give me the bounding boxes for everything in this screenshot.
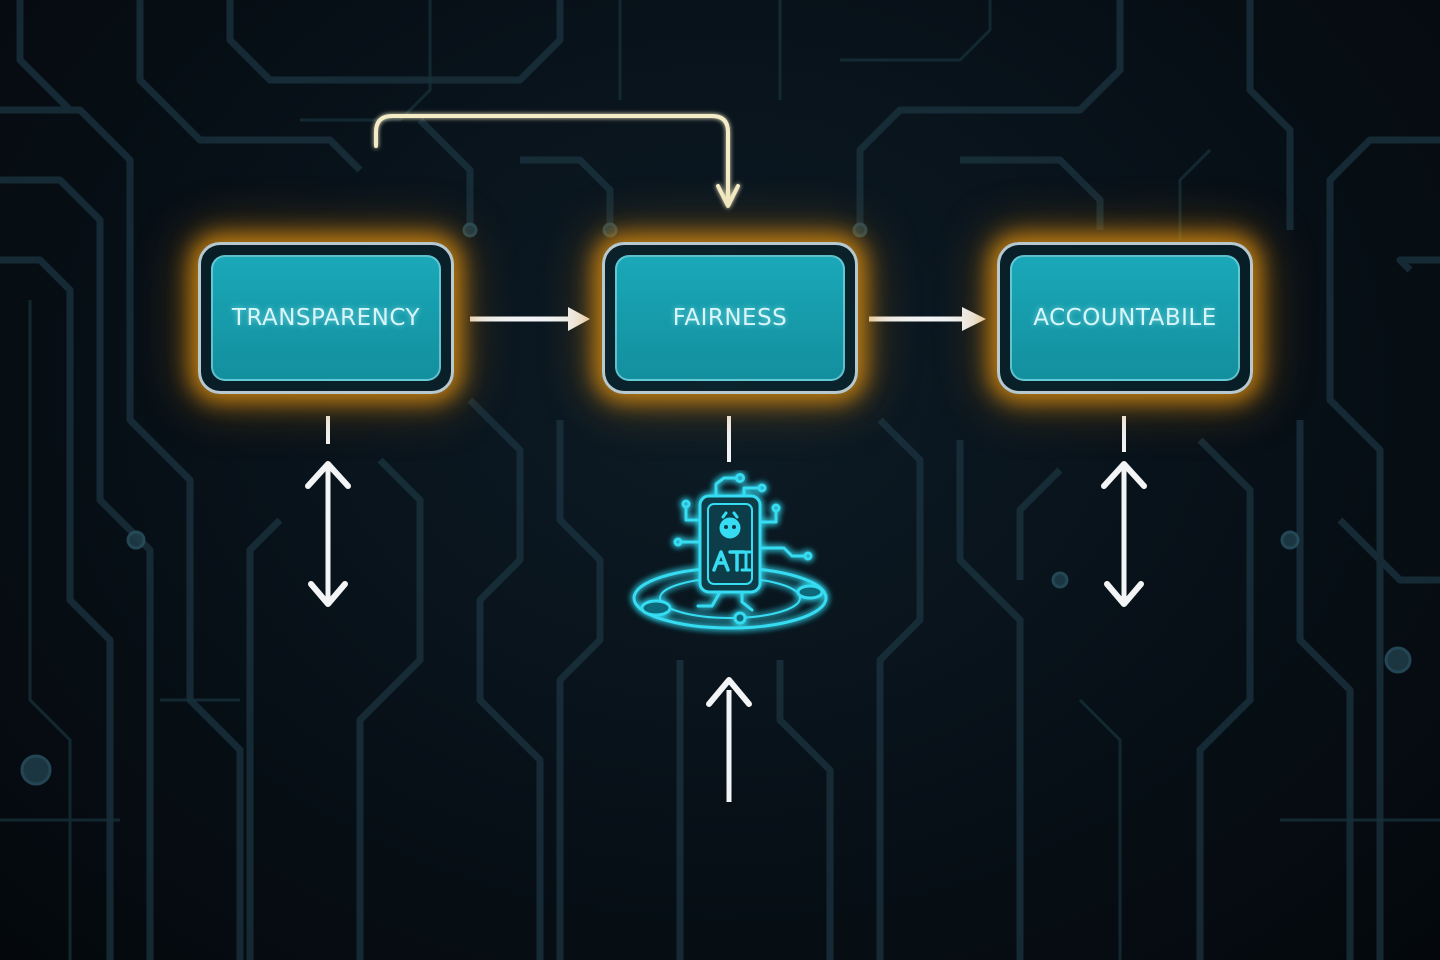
arrow-transparency-to-fairness <box>470 307 590 331</box>
node-fairness-label: FAIRNESS <box>672 305 788 331</box>
node-transparency-panel: TRANSPARENCY <box>211 255 441 381</box>
node-transparency[interactable]: TRANSPARENCY <box>198 242 454 394</box>
ai-robot-chip-icon[interactable] <box>620 470 840 640</box>
arrow-fairness-to-accountable <box>869 307 986 331</box>
node-accountable-label: ACCOUNTABILE <box>1033 305 1217 331</box>
arrow-input-to-core <box>706 677 752 802</box>
node-accountable-panel: ACCOUNTABILE <box>1010 255 1240 381</box>
bidirectional-arrow-accountable <box>1101 416 1147 607</box>
node-accountable[interactable]: ACCOUNTABILE <box>997 242 1253 394</box>
node-fairness[interactable]: FAIRNESS <box>602 242 858 394</box>
bidirectional-arrow-transparency <box>305 416 351 607</box>
node-fairness-panel: FAIRNESS <box>615 255 845 381</box>
node-transparency-label: TRANSPARENCY <box>231 305 421 331</box>
feedback-arrow-transparency-to-fairness <box>374 114 740 208</box>
